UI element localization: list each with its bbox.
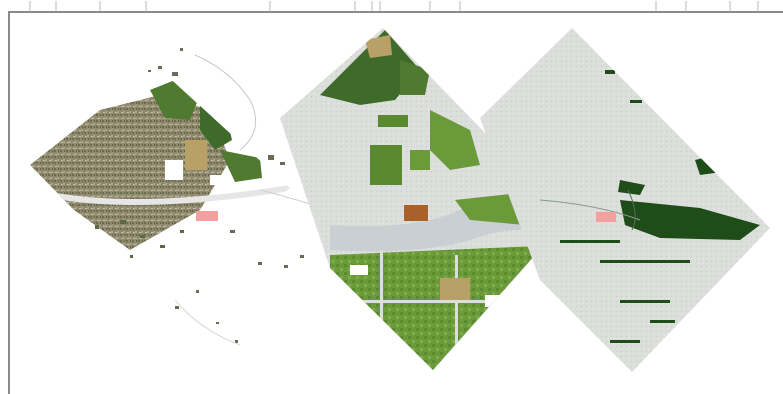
panel-change-detection (480, 28, 770, 372)
figure-frame (8, 11, 783, 394)
scattered-features-left (148, 48, 304, 343)
highlight-marker-left (196, 211, 218, 221)
panel-aerial-photo (30, 48, 346, 346)
highlight-marker-right (596, 212, 616, 222)
